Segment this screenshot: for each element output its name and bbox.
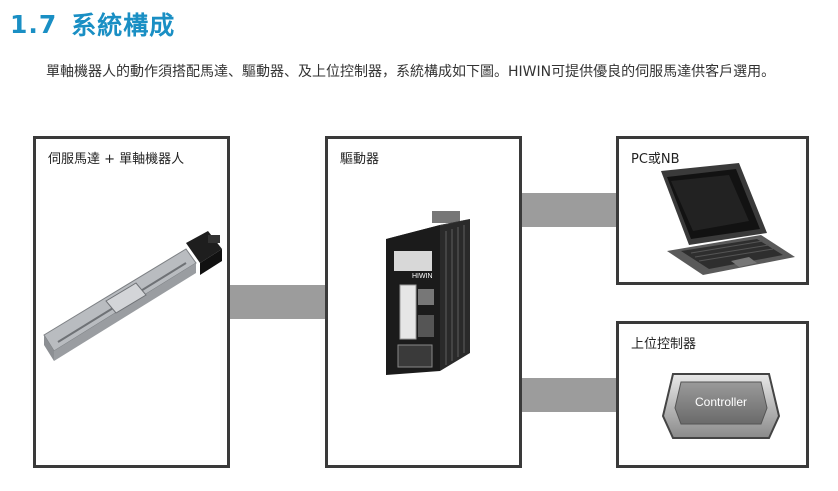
controller-box: 上位控制器 Controller: [616, 321, 809, 468]
pc-box-label: PC或NB: [631, 152, 680, 167]
section-heading: 1.7 系統構成: [10, 6, 175, 42]
connector-driver-controller: [519, 378, 618, 412]
intro-paragraph: 單軸機器人的動作須搭配馬達、驅動器、及上位控制器，系統構成如下圖。HIWIN可提…: [46, 64, 776, 80]
connector-robot-driver: [228, 285, 327, 319]
servo-driver-image: HIWIN: [386, 211, 470, 375]
section-title: 系統構成: [71, 11, 176, 40]
connector-driver-pc: [519, 193, 618, 227]
controller-image: Controller: [661, 373, 781, 439]
laptop-image: [661, 163, 795, 275]
pc-box: PC或NB: [616, 136, 809, 285]
linear-actuator-image: [43, 231, 222, 361]
driver-brand-text: HIWIN: [412, 273, 433, 280]
driver-box-label: 驅動器: [340, 152, 380, 167]
driver-box: 驅動器 HIWIN: [325, 136, 522, 468]
section-number: 1.7: [10, 9, 58, 39]
robot-box: 伺服馬達 + 單軸機器人: [33, 136, 230, 468]
robot-box-label: 伺服馬達 + 單軸機器人: [48, 152, 185, 167]
controller-box-label: 上位控制器: [631, 337, 697, 352]
controller-device-text: Controller: [695, 395, 747, 409]
